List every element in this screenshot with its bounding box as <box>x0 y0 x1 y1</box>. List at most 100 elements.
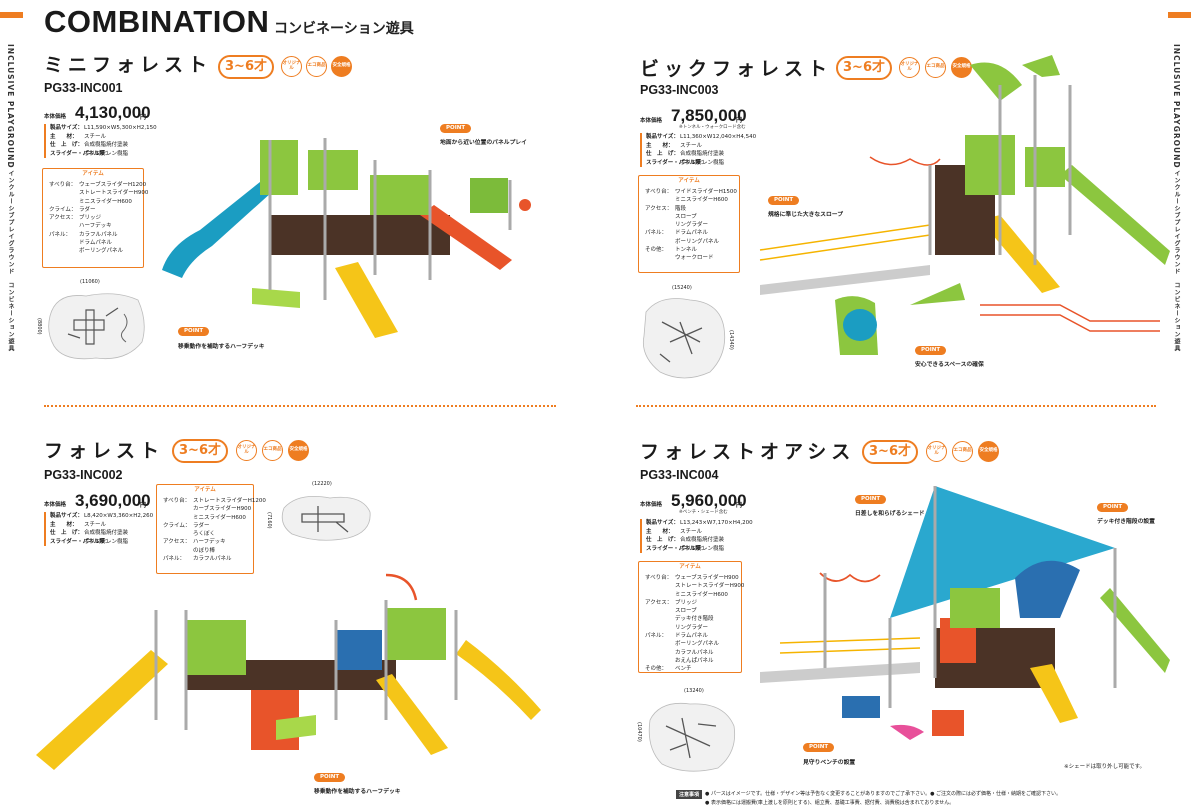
item-value: リングラダー <box>675 624 709 631</box>
item-value: ボーリングパネル <box>79 248 124 255</box>
point-badge: POINT <box>1097 503 1129 512</box>
item-value: ミニスライダーH600 <box>193 514 246 521</box>
divider-right <box>636 405 1156 407</box>
product-price: 4,130,000 <box>75 103 151 122</box>
item-value: ドラムパネル <box>675 230 708 237</box>
item-value: ウェーブスライダーH900 <box>675 575 739 581</box>
item-key: その他： <box>645 247 668 254</box>
item-value: ストレートスライダーH900 <box>79 190 149 197</box>
item-value: スロープ <box>675 213 697 220</box>
playground-illustration-big-forest <box>759 55 1170 355</box>
footer-line: ● パースはイメージです。仕様・デザイン等は予告なく変更することがありますのでご… <box>705 791 1062 797</box>
item-value: カラフルパネル <box>193 556 232 563</box>
item-value: ボーリングパネル <box>675 641 720 648</box>
item-value: カラフルパネル <box>79 231 118 238</box>
item-value: ドラムパネル <box>675 633 708 640</box>
spec-material: スチール <box>84 133 107 140</box>
item-value: ボーリングパネル <box>675 238 720 245</box>
price-label: 本体価格 <box>640 118 663 124</box>
footer-label: 注意事項 <box>676 790 703 799</box>
yen-unit: 円 <box>140 114 147 121</box>
point-text: 規格に準じた大きなスロープ <box>768 212 844 218</box>
items-header: アイテム <box>194 487 216 493</box>
item-key: クライム： <box>163 522 191 529</box>
item-value: ハーフデッキ <box>79 223 112 230</box>
spec-finish: 合成樹脂焼付塗装 <box>680 537 725 544</box>
safety-badge-icon: 安全規格 <box>978 441 999 462</box>
spec-material: スチール <box>680 528 703 535</box>
price-note: ※ベンチ・シェード含む <box>679 510 728 515</box>
item-key: パネル： <box>645 633 668 640</box>
spec-size: L13,243×W7,170×H4,200 <box>680 520 753 526</box>
item-value: ブリッジ <box>675 599 698 606</box>
spec-key: 主 材： <box>646 142 674 149</box>
divider-left <box>44 405 556 407</box>
item-value: ろくぼく <box>193 531 216 538</box>
plan-width: (13240) <box>684 688 704 694</box>
shade-note: ※シェードは取り外し可能です。 <box>1064 764 1146 770</box>
product-code: PG33-INC002 <box>44 468 123 482</box>
item-value: ラダー <box>193 522 210 529</box>
page-title: COMBINATION <box>44 4 270 39</box>
item-value: スロープ <box>675 608 697 615</box>
safety-badge-icon: 安全規格 <box>288 440 309 461</box>
yen-unit: 円 <box>736 117 743 124</box>
point-text: 見守りベンチの設置 <box>803 760 856 766</box>
header-accent-left <box>0 12 23 18</box>
item-key: クライム： <box>49 206 77 213</box>
spec-key: 主 材： <box>646 528 674 535</box>
item-value: ウォークロード <box>675 255 714 262</box>
item-key: アクセス： <box>645 599 673 606</box>
product-price: 7,850,000 <box>671 106 747 125</box>
spec-key: 主 材： <box>50 133 78 140</box>
items-header: アイテム <box>82 171 104 177</box>
item-value: ミニスライダーH600 <box>79 198 132 205</box>
item-key: すべり台： <box>163 498 191 504</box>
point-badge: POINT <box>803 743 835 752</box>
price-label: 本体価格 <box>640 502 663 508</box>
item-value: のぼり棒 <box>193 547 216 554</box>
item-value: おえんぱパネル <box>675 657 714 664</box>
point-badge: POINT <box>768 196 800 205</box>
plan-diagram <box>48 293 145 360</box>
item-value: リングラダー <box>675 222 709 229</box>
item-value: ストレートスライダーH1200 <box>193 498 266 504</box>
yen-unit: 円 <box>140 502 147 509</box>
point-text: デッキ付き階段の設置 <box>1097 519 1155 525</box>
side-label-jp-left: インクルーシブプレイグラウンド コンビネーション遊具 <box>7 170 14 352</box>
spec-block: 製品サイズ：L11,360×W12,040×H4,540 主 材：スチール 仕 … <box>640 133 756 168</box>
item-value: ブリッジ <box>79 215 102 222</box>
plan-width: (12220) <box>312 481 332 487</box>
point-text: 地面から近い位置のパネルプレイ <box>440 140 527 146</box>
spec-key: 仕 上 げ： <box>50 142 84 149</box>
spec-material: スチール <box>84 521 107 528</box>
item-key: その他： <box>645 666 668 673</box>
spec-key: スライダー・パネル類： <box>50 150 111 157</box>
item-value: ラダー <box>79 206 96 213</box>
price-label: 本体価格 <box>44 502 67 508</box>
plan-height: (8800) <box>36 318 42 335</box>
product-name: ビックフォレスト <box>640 58 833 80</box>
original-badge-icon: オリジナル <box>899 57 920 78</box>
plan-height: (14340) <box>728 330 734 350</box>
age-badge: 3~6才 <box>218 55 274 79</box>
point-text: 日差しを和らげるシェード <box>855 511 925 517</box>
item-value: カーブスライダーH900 <box>193 506 252 513</box>
playground-illustration-forest-oasis <box>760 486 1170 740</box>
spec-key: スライダー・パネル類： <box>646 159 707 166</box>
item-value: ハーフデッキ <box>193 539 226 546</box>
spec-size: L11,590×W5,300×H2,150 <box>84 125 157 131</box>
header-accent-right <box>1168 12 1191 18</box>
playground-illustration-mini-forest <box>162 138 531 338</box>
spec-block: 製品サイズ：L11,590×W5,300×H2,150 主 材：スチール 仕 上… <box>44 124 157 159</box>
plan-height: (10470) <box>636 722 642 742</box>
age-badge: 3~6才 <box>836 56 892 80</box>
item-value: ミニスライダーH600 <box>675 197 728 204</box>
item-key: すべり台： <box>49 182 77 188</box>
plan-diagram <box>648 702 736 772</box>
safety-badge-icon: 安全規格 <box>331 56 352 77</box>
item-value: デッキ付き階段 <box>675 616 714 623</box>
spec-key: スライダー・パネル類： <box>50 538 111 545</box>
